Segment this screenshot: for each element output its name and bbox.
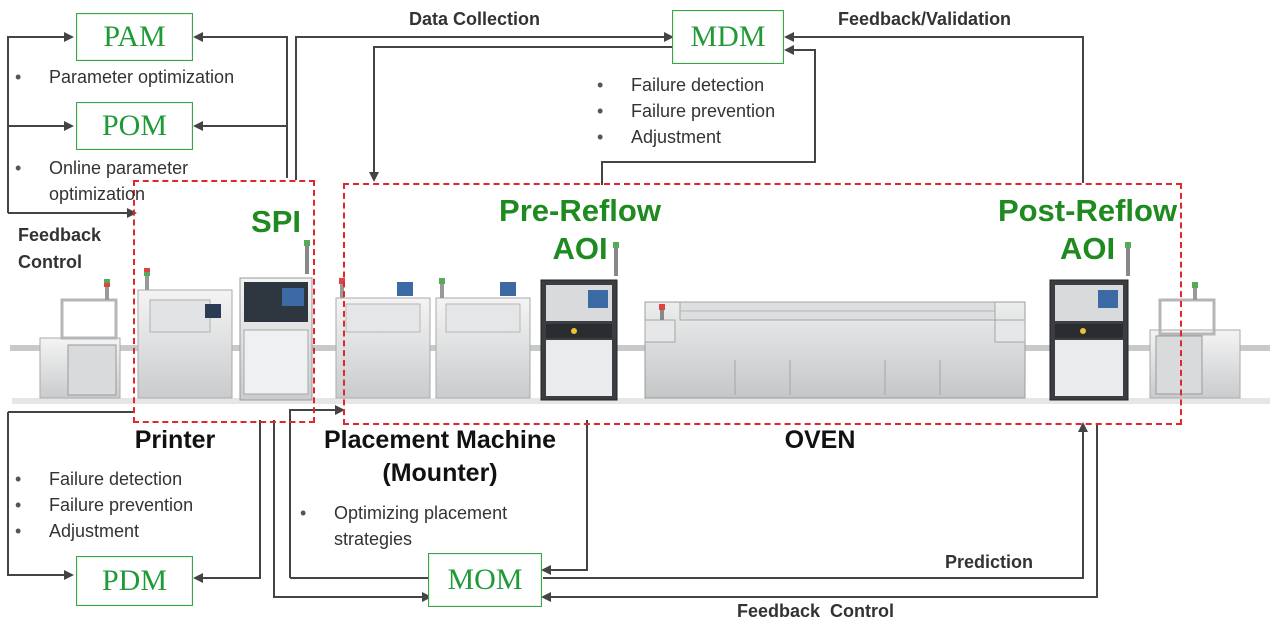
- arrow-spi-to-pam: [193, 32, 288, 178]
- pam-bullets: Parameter optimization: [15, 64, 234, 90]
- arrow-aoi-to-mom: [541, 420, 588, 575]
- mdm-bullets: Failure detection Failure prevention Adj…: [597, 72, 775, 150]
- pom-bullets: Online parameter optimization: [15, 155, 239, 207]
- label-spi: SPI: [251, 204, 301, 239]
- list-item: Parameter optimization: [15, 64, 234, 90]
- spi-machine: [239, 240, 313, 401]
- module-pom[interactable]: POM: [76, 102, 193, 150]
- arrow-left-to-pam: [7, 32, 74, 213]
- equipment-illustration: [10, 240, 1270, 404]
- module-pam[interactable]: PAM: [76, 13, 193, 61]
- pre-reflow-aoi-machine: [540, 242, 619, 401]
- arrow-spi-to-mom: [273, 420, 432, 602]
- arrow-feedback-validation: [784, 32, 1084, 183]
- list-item: Optimizing placement strategies: [300, 500, 574, 552]
- oven-machine: [644, 301, 1026, 399]
- placement-oven-zone: [343, 183, 1182, 425]
- unloader-right: [1149, 282, 1241, 399]
- arrow-prereflow-to-mdm: [601, 45, 816, 185]
- module-pdm[interactable]: PDM: [76, 556, 193, 606]
- label-data-collection: Data Collection: [409, 9, 541, 29]
- post-reflow-aoi-text: AOI: [1059, 231, 1116, 266]
- label-oven: OVEN: [784, 426, 856, 454]
- mom-bullets: Optimizing placement strategies: [300, 500, 574, 552]
- post-reflow-text: Post-Reflow: [997, 193, 1178, 228]
- list-item: Failure detection: [597, 72, 775, 98]
- mounter-1: [335, 278, 431, 399]
- flow-arrows: [7, 32, 1098, 602]
- label-feedback-control-left: Feedback Control: [18, 225, 102, 272]
- arrow-mom-to-mounter: [289, 405, 345, 578]
- label-feedback-control-bottom: Feedback Control: [737, 601, 895, 621]
- label-placement-machine: Placement Machine (Mounter): [300, 424, 580, 490]
- label-post-reflow-aoi: Post-Reflow AOI: [990, 192, 1185, 268]
- mounter-text: (Mounter): [382, 459, 498, 487]
- list-item: Online parameter optimization: [15, 155, 239, 207]
- mounter-2: [435, 278, 531, 399]
- arrow-left-to-pdm: [7, 412, 74, 580]
- printer-machine: [137, 268, 233, 399]
- pdm-bullets: Failure detection Failure prevention Adj…: [15, 466, 193, 544]
- pre-reflow-text: Pre-Reflow: [499, 193, 661, 228]
- pre-reflow-aoi-text: AOI: [552, 231, 608, 266]
- loader-left: [39, 279, 121, 399]
- post-reflow-aoi-machine: [1049, 242, 1131, 401]
- module-mdm[interactable]: MDM: [672, 10, 784, 64]
- label-feedback-validation: Feedback/Validation: [838, 9, 1012, 29]
- list-item: Adjustment: [597, 124, 775, 150]
- label-printer: Printer: [134, 426, 216, 454]
- arrow-prediction: [543, 422, 1088, 579]
- label-prediction: Prediction: [945, 552, 1034, 572]
- arrow-feedback-control-bottom: [541, 424, 1098, 602]
- placement-text: Placement Machine: [323, 426, 557, 454]
- arrow-spi-to-pdm: [193, 420, 261, 583]
- arrow-mdm-down: [369, 46, 672, 182]
- list-item: Adjustment: [15, 518, 193, 544]
- list-item: Failure prevention: [597, 98, 775, 124]
- label-pre-reflow-aoi: Pre-Reflow AOI: [480, 192, 680, 268]
- list-item: Failure detection: [15, 466, 193, 492]
- arrow-data-collection: [295, 32, 674, 180]
- list-item: Failure prevention: [15, 492, 193, 518]
- module-mom[interactable]: MOM: [428, 553, 542, 607]
